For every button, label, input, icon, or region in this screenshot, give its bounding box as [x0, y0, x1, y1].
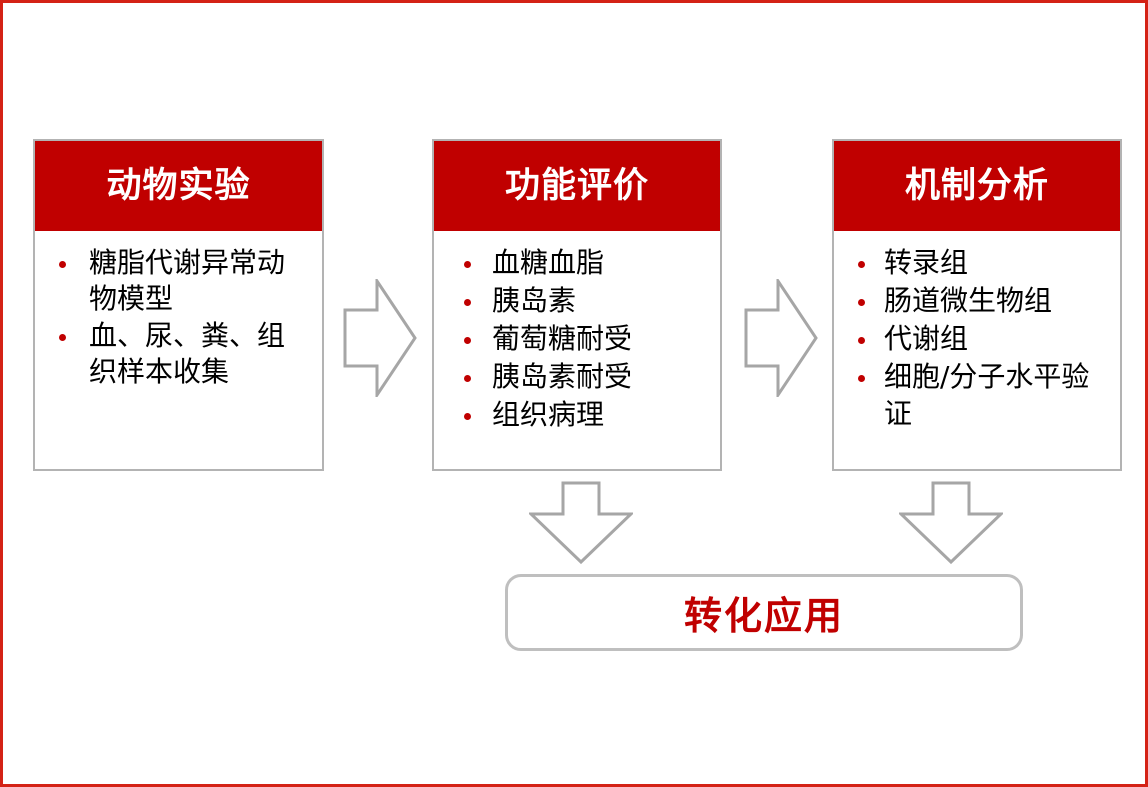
- bullet-list-animal-experiment: 糖脂代谢异常动物模型 血、尿、粪、组织样本收集: [45, 245, 312, 391]
- bullet-list-mechanism-analysis: 转录组 肠道微生物组 代谢组 细胞/分子水平验证: [844, 245, 1110, 433]
- list-item: 血、尿、粪、组织样本收集: [45, 318, 312, 391]
- list-item: 代谢组: [844, 321, 1110, 358]
- bullet-list-function-evaluation: 血糖血脂 胰岛素 葡萄糖耐受 胰岛素耐受 组织病理: [444, 245, 710, 434]
- arrow-down-icon: [899, 481, 1003, 565]
- arrow-right-icon: [744, 279, 818, 397]
- list-item: 血糖血脂: [444, 245, 710, 282]
- list-item: 组织病理: [444, 397, 710, 434]
- list-item: 胰岛素: [444, 283, 710, 320]
- list-item: 肠道微生物组: [844, 283, 1110, 320]
- list-item: 糖脂代谢异常动物模型: [45, 245, 312, 318]
- stage-body-mechanism-analysis: 转录组 肠道微生物组 代谢组 细胞/分子水平验证: [834, 231, 1120, 469]
- stage-body-animal-experiment: 糖脂代谢异常动物模型 血、尿、粪、组织样本收集: [35, 231, 322, 469]
- stage-card-animal-experiment: 动物实验 糖脂代谢异常动物模型 血、尿、粪、组织样本收集: [33, 139, 324, 471]
- arrow-right-icon: [343, 279, 417, 397]
- outcome-label: 转化应用: [683, 594, 844, 638]
- stage-title-function-evaluation: 功能评价: [434, 141, 720, 231]
- list-item: 转录组: [844, 245, 1110, 282]
- list-item: 胰岛素耐受: [444, 359, 710, 396]
- outcome-card-translational-application: 转化应用: [505, 574, 1023, 651]
- stage-card-mechanism-analysis: 机制分析 转录组 肠道微生物组 代谢组 细胞/分子水平验证: [832, 139, 1122, 471]
- stage-title-animal-experiment: 动物实验: [35, 141, 322, 231]
- stage-title-mechanism-analysis: 机制分析: [834, 141, 1120, 231]
- stage-body-function-evaluation: 血糖血脂 胰岛素 葡萄糖耐受 胰岛素耐受 组织病理: [434, 231, 720, 469]
- stage-card-function-evaluation: 功能评价 血糖血脂 胰岛素 葡萄糖耐受 胰岛素耐受 组织病理: [432, 139, 722, 471]
- list-item: 细胞/分子水平验证: [844, 359, 1110, 433]
- arrow-down-icon: [529, 481, 633, 565]
- list-item: 葡萄糖耐受: [444, 321, 710, 358]
